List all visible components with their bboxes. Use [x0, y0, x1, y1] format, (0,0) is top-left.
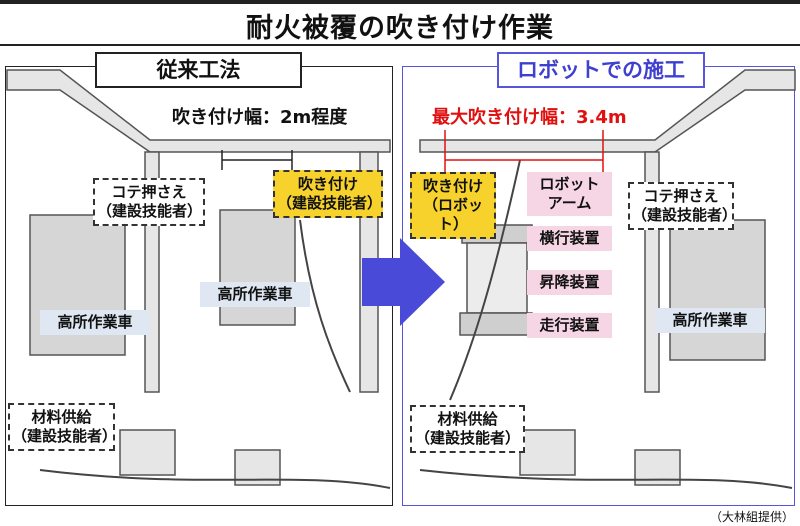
dimension-right — [444, 130, 604, 172]
label-line: （建設技能者） — [632, 206, 738, 224]
hose — [419, 469, 793, 489]
travel-unit-label: 走行装置 — [527, 313, 612, 338]
label-line: （建設技能者） — [97, 202, 203, 220]
label-line: 吹き付け — [422, 177, 483, 195]
supply-machine — [519, 429, 576, 476]
label-line: コテ押さえ — [643, 187, 719, 205]
ceiling-beam — [6, 69, 391, 153]
max-spray-width-label: 最大吹き付け幅：3.4m — [428, 103, 631, 129]
vehicle-label: 高所作業車 — [40, 310, 150, 335]
hose — [449, 159, 521, 401]
aerial-work-platform — [219, 209, 296, 326]
spray-robot-label: 吹き付け（ロボット） — [410, 172, 496, 239]
arrow-icon — [362, 238, 445, 326]
conventional-header: 従来工法 — [95, 52, 302, 88]
supply-machine — [119, 429, 176, 476]
hose — [299, 219, 351, 393]
label-line: 材料供給 — [31, 408, 92, 426]
label-line: 吹き付け — [297, 175, 358, 193]
spray-worker-label: 吹き付け（建設技能者） — [273, 170, 383, 218]
label-line: アーム — [547, 194, 592, 212]
vehicle-label: 高所作業車 — [200, 282, 310, 307]
page-title: 耐火被覆の吹き付け作業 — [246, 13, 554, 44]
label-line: ロボット — [539, 175, 600, 193]
top-bar — [0, 0, 800, 4]
label-line: （ロボット） — [422, 196, 483, 233]
spray-width-label: 吹き付け幅：2m程度 — [168, 103, 352, 129]
supply-label-right: 材料供給（建設技能者） — [410, 405, 525, 453]
trowel-label-right: コテ押さえ（建設技能者） — [628, 182, 738, 230]
title-divider — [0, 44, 800, 46]
supply-label-left: 材料供給（建設技能者） — [8, 403, 118, 451]
robot-header: ロボットでの施工 — [497, 52, 705, 88]
ceiling-beam — [419, 69, 796, 153]
label-line: （建設技能者） — [277, 194, 383, 212]
label-line: （建設技能者） — [12, 427, 118, 445]
robot-travel-unit — [459, 312, 533, 336]
aerial-work-platform — [669, 219, 766, 361]
label-line: コテ押さえ — [111, 183, 187, 201]
traverse-unit-label: 横行装置 — [527, 226, 612, 251]
lift-unit-label: 昇降装置 — [527, 270, 612, 295]
dimension-left — [221, 150, 293, 170]
credit: （大林組提供） — [709, 510, 794, 524]
hose — [39, 469, 391, 489]
robot-arm-label: ロボットアーム — [527, 172, 612, 216]
label-line: （建設技能者） — [414, 429, 520, 447]
trowel-label-left: コテ押さえ（建設技能者） — [93, 178, 205, 226]
label-line: 材料供給 — [437, 410, 498, 428]
vehicle-label: 高所作業車 — [655, 308, 765, 333]
